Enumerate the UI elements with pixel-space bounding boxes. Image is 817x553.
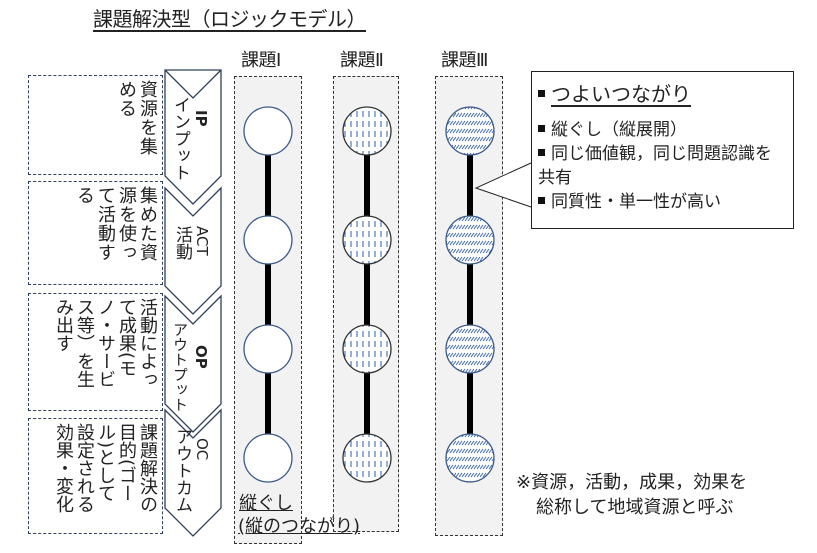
stage-abbr-activity: ACT [193, 226, 211, 256]
note-line-2: 総称して地域資源と呼ぶ [536, 497, 734, 518]
diagram-title: 課題解決型（ロジックモデル） [93, 7, 367, 31]
stage-abbr-outcome: OC [193, 438, 211, 461]
stage-abbr-input: IP [192, 110, 210, 127]
chevron-input [164, 69, 222, 205]
callout-list: 縦ぐし（縦展開） 同じ価値観，同じ問題認識を共有 同質性・単一性が高い [538, 118, 788, 214]
stage-chevrons [164, 69, 222, 537]
stage-description-activity: 集めた資 源を使っ て活動す る [28, 181, 163, 285]
stage-node [243, 215, 293, 265]
caption-vertical-connection: (縦のつながり) [238, 516, 361, 537]
chevron-label-output: アウトプット [171, 322, 189, 412]
stage-node [243, 106, 293, 156]
bullet-icon [538, 124, 545, 132]
stage-node [342, 324, 392, 374]
callout-heading-text: つよいつながり [551, 82, 691, 106]
stage-description-text: 課題解決の 目的(ゴー ル)として 設定される 効果・変化 [53, 423, 158, 513]
stage-node [445, 324, 495, 374]
callout-item: 同質性・単一性が高い [538, 190, 788, 214]
column-header-1: 課題Ⅰ [241, 50, 281, 71]
callout-item: 縦ぐし（縦展開） [538, 118, 788, 142]
stage-node [243, 324, 293, 374]
stage-node [445, 106, 495, 156]
bullet-icon [538, 196, 545, 204]
caption-tategushi: 縦ぐし [239, 493, 293, 514]
column-header-2: 課題Ⅱ [340, 50, 384, 71]
stage-description-text: 活動によっ て成果(モ ノ・サービ ス等）を生 み出す [53, 298, 158, 388]
column-header-3: 課題Ⅲ [441, 50, 488, 71]
callout-box: つよいつながり 縦ぐし（縦展開） 同じ価値観，同じ問題認識を共有 同質性・単一性… [531, 71, 794, 229]
stage-description-text: 集めた資 源を使っ て活動す る [74, 186, 158, 262]
stage-name: インプット [170, 96, 190, 181]
callout-heading: つよいつながり [538, 78, 691, 107]
stage-node [342, 106, 392, 156]
chevron-output [164, 294, 222, 433]
bullet-icon [538, 90, 545, 97]
stage-node [445, 433, 495, 483]
stage-node [243, 433, 293, 483]
chevron-outcome [164, 408, 222, 537]
bullet-icon [538, 148, 545, 156]
chevron-label-outcome: アウトカム [172, 428, 192, 513]
stage-description-input: 資源を集 める [28, 75, 163, 175]
chevron-label-activity: 活動 [172, 226, 192, 260]
stage-description-outcome: 課題解決の 目的(ゴー ル)として 設定される 効果・変化 [28, 418, 163, 534]
stage-description-text: 資源を集 める [116, 80, 158, 156]
stage-node [342, 433, 392, 483]
stage-abbr-output: OP [192, 345, 210, 369]
note-line-1: ※資源，活動，成果，効果を [516, 472, 748, 493]
chevron-activity [164, 186, 222, 315]
stage-node [342, 215, 392, 265]
callout-item: 同じ価値観，同じ問題認識を共有 [538, 144, 772, 188]
stage-node [445, 215, 495, 265]
callout-pointer [474, 162, 532, 208]
chevron-label-input: インプット [170, 96, 190, 181]
stage-description-output: 活動によっ て成果(モ ノ・サービ ス等）を生 み出す [28, 293, 163, 411]
